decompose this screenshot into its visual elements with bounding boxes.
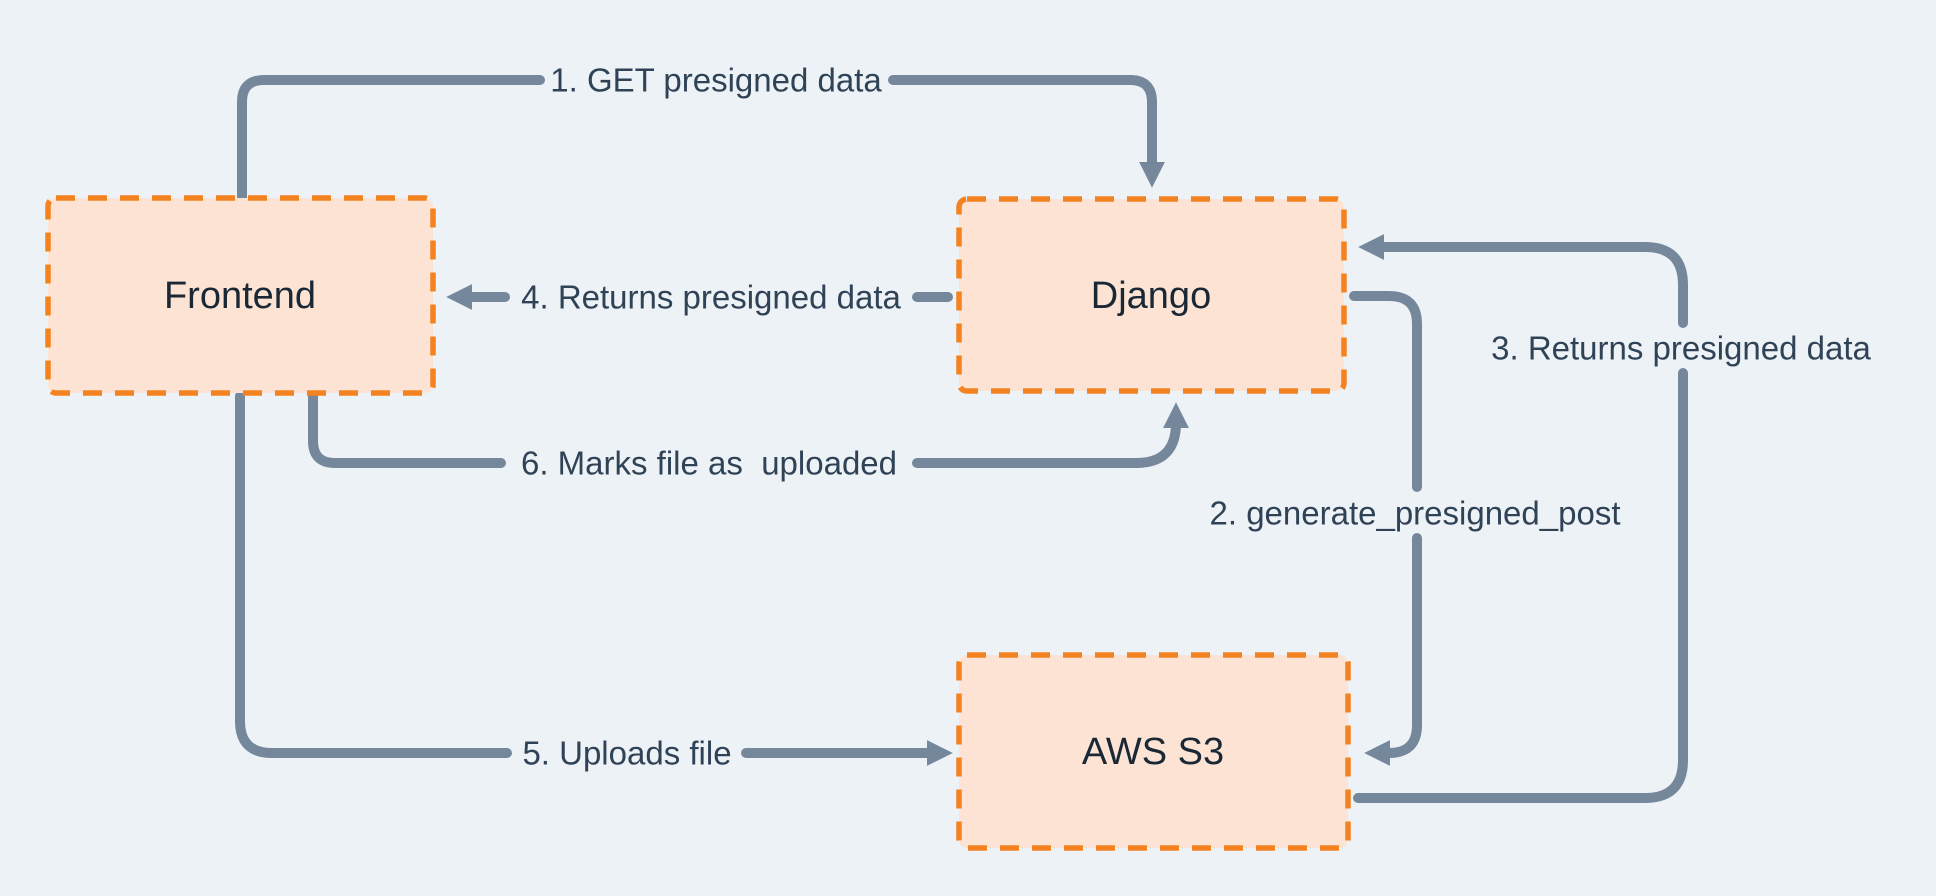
edge-4-label: 4. Returns presigned data xyxy=(521,279,901,316)
edge-2-line-end xyxy=(1364,533,1422,766)
django-box xyxy=(956,196,1347,394)
edge-3-line-start xyxy=(1353,368,1688,803)
node-frontend: Frontend xyxy=(45,195,436,396)
edge-3-line-end xyxy=(1358,234,1688,328)
aws-s3-box xyxy=(956,652,1351,851)
edge-get-presigned-data: 1. GET presigned data xyxy=(237,62,1165,203)
edge-uploads-file: 5. Uploads file xyxy=(235,391,953,772)
edge-5-label: 5. Uploads file xyxy=(522,735,731,772)
edge-6-line-end xyxy=(912,402,1189,468)
edge-1-line-start xyxy=(237,75,545,203)
edge-generate-presigned-post: 2. generate_presigned_post xyxy=(1210,291,1621,766)
edge-5-line-start xyxy=(235,391,512,758)
node-aws-s3: AWS S3 xyxy=(956,652,1351,851)
edge-1-label: 1. GET presigned data xyxy=(550,62,882,99)
edge-marks-file-uploaded: 6. Marks file as uploaded xyxy=(308,391,1189,482)
edge-1-line-end xyxy=(888,75,1165,188)
node-django: Django xyxy=(956,196,1347,394)
edge-6-label: 6. Marks file as uploaded xyxy=(521,445,897,482)
edge-returns-presigned-data-to-frontend: 4. Returns presigned data xyxy=(446,279,953,316)
frontend-label: Frontend xyxy=(164,275,316,317)
frontend-box xyxy=(45,195,436,396)
django-label: Django xyxy=(1091,275,1211,317)
edge-2-line-start xyxy=(1349,291,1422,492)
aws-s3-label: AWS S3 xyxy=(1082,731,1224,773)
edge-returns-presigned-data-to-django: 3. Returns presigned data xyxy=(1353,234,1872,803)
edge-6-line-start xyxy=(308,391,506,468)
edge-2-label: 2. generate_presigned_post xyxy=(1210,495,1621,532)
edge-3-label: 3. Returns presigned data xyxy=(1491,330,1871,367)
